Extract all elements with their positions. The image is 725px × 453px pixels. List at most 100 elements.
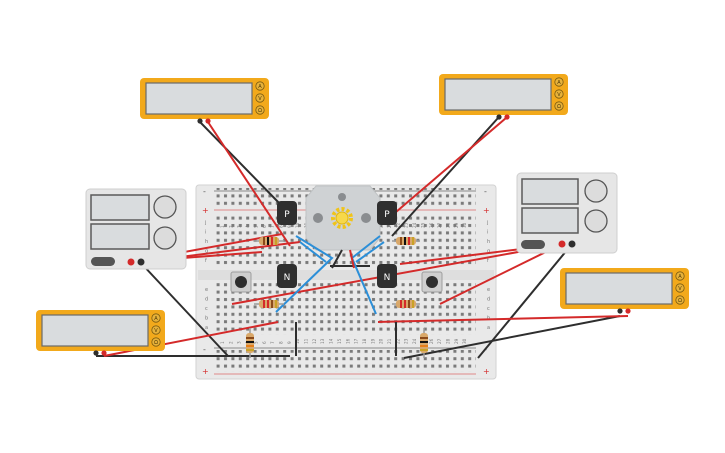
probe-jack-red[interactable] — [625, 308, 631, 314]
column-number: 24 — [412, 222, 417, 228]
resistor[interactable] — [254, 237, 284, 245]
wire-red[interactable] — [377, 315, 629, 323]
column-number: 24 — [412, 338, 417, 344]
wire-black[interactable] — [139, 261, 229, 357]
current-knob[interactable] — [584, 209, 608, 233]
pushbutton-left[interactable] — [230, 271, 252, 293]
supply-display — [521, 178, 579, 205]
power-supply-left[interactable] — [85, 188, 187, 270]
column-number: 7 — [270, 341, 275, 344]
probe-jack-black[interactable] — [617, 308, 623, 314]
power-supply-right[interactable] — [516, 172, 618, 254]
column-number: 22 — [395, 222, 400, 228]
transistor-npn-left[interactable]: N — [277, 264, 297, 288]
column-number: 19 — [370, 338, 375, 344]
multimeter-mode-button[interactable] — [675, 271, 685, 281]
wire-black[interactable] — [391, 117, 499, 237]
wire-red[interactable] — [349, 249, 355, 269]
transistor-pnp-right[interactable]: P — [377, 201, 397, 225]
row-letter: e — [487, 287, 490, 293]
multimeter-mode-button[interactable] — [675, 283, 685, 293]
probe-jack-black[interactable] — [93, 350, 99, 356]
column-number: 8 — [278, 341, 283, 344]
multimeter-top-right[interactable]: AVΩ — [439, 74, 568, 120]
voltage-knob[interactable] — [153, 195, 177, 219]
probe-jack-black[interactable] — [197, 118, 203, 124]
pushbutton-cap[interactable] — [426, 276, 438, 288]
power-switch[interactable] — [91, 257, 115, 266]
multimeter-mode-button[interactable] — [255, 93, 265, 103]
multimeter-mode-label: Ω — [258, 108, 262, 114]
multimeter-mode-button[interactable] — [554, 89, 564, 99]
multimeter-bottom-right[interactable]: AVΩ — [560, 268, 689, 314]
wire-blue[interactable] — [299, 241, 327, 263]
column-number: 15 — [337, 338, 342, 344]
wires[interactable] — [96, 117, 629, 359]
wire-black[interactable] — [199, 121, 283, 207]
row-letter: h — [205, 239, 208, 245]
column-number: 1 — [220, 225, 225, 228]
multimeter-mode-label: V — [678, 286, 682, 292]
multimeter-mode-label: V — [154, 328, 158, 334]
bottom-power-rail[interactable] — [214, 350, 476, 372]
transistor-pnp-left[interactable]: P — [277, 201, 297, 225]
pushbutton-cap[interactable] — [235, 276, 247, 288]
wire-black[interactable] — [403, 315, 621, 359]
column-number: 2 — [228, 225, 233, 228]
probe-jack-black[interactable] — [496, 114, 502, 120]
wire-black[interactable] — [477, 243, 573, 359]
dc-motor[interactable] — [305, 185, 381, 251]
multimeter-display — [565, 272, 673, 305]
multimeter-bottom-left[interactable]: AVΩ — [36, 310, 165, 356]
column-number: 10 — [295, 338, 300, 344]
wire-red[interactable] — [207, 121, 291, 247]
wire-red[interactable] — [439, 243, 563, 305]
column-number: 26 — [429, 338, 434, 344]
negative-terminal[interactable] — [568, 240, 576, 248]
probe-jack-red[interactable] — [101, 350, 107, 356]
row-letter: g — [487, 249, 490, 255]
resistor[interactable] — [254, 300, 284, 308]
column-number: 9 — [287, 225, 292, 228]
multimeter-mode-button[interactable] — [255, 105, 265, 115]
wire-black[interactable] — [331, 249, 343, 269]
column-number: 23 — [404, 222, 409, 228]
multimeter-mode-button[interactable] — [151, 325, 161, 335]
multimeter-mode-label: A — [678, 274, 682, 280]
wire-blue[interactable] — [275, 235, 334, 313]
wire-blue[interactable] — [355, 241, 385, 263]
column-number: 21 — [387, 338, 392, 344]
transistor-type-label: N — [384, 273, 391, 283]
current-knob[interactable] — [153, 226, 177, 250]
voltage-knob[interactable] — [584, 179, 608, 203]
resistor[interactable] — [392, 237, 420, 245]
power-switch[interactable] — [521, 240, 545, 249]
column-number: 4 — [245, 225, 250, 228]
column-number: 27 — [437, 338, 442, 344]
probe-jack-red[interactable] — [504, 114, 510, 120]
column-number: 29 — [454, 338, 459, 344]
wire-red[interactable] — [395, 117, 507, 213]
positive-terminal[interactable] — [558, 240, 566, 248]
pushbutton-right[interactable] — [421, 271, 443, 293]
multimeter-mode-button[interactable] — [151, 337, 161, 347]
column-number: 2 — [228, 341, 233, 344]
column-number: 16 — [345, 338, 350, 344]
multimeter-mode-button[interactable] — [151, 313, 161, 323]
column-number: 18 — [362, 338, 367, 344]
transistor-npn-right[interactable]: N — [377, 264, 397, 288]
resistor[interactable] — [392, 300, 420, 308]
probe-jack-red[interactable] — [205, 118, 211, 124]
resistor[interactable] — [246, 328, 254, 358]
positive-terminal[interactable] — [127, 258, 135, 266]
multimeter-mode-button[interactable] — [675, 295, 685, 305]
multimeter-mode-button[interactable] — [255, 81, 265, 91]
negative-terminal[interactable] — [137, 258, 145, 266]
multimeter-mode-button[interactable] — [554, 101, 564, 111]
resistor[interactable] — [420, 328, 428, 358]
row-letter: i — [205, 230, 206, 236]
multimeter-mode-label: Ω — [557, 104, 561, 110]
multimeter-top-left[interactable]: AVΩ — [140, 78, 269, 124]
multimeter-mode-button[interactable] — [554, 77, 564, 87]
